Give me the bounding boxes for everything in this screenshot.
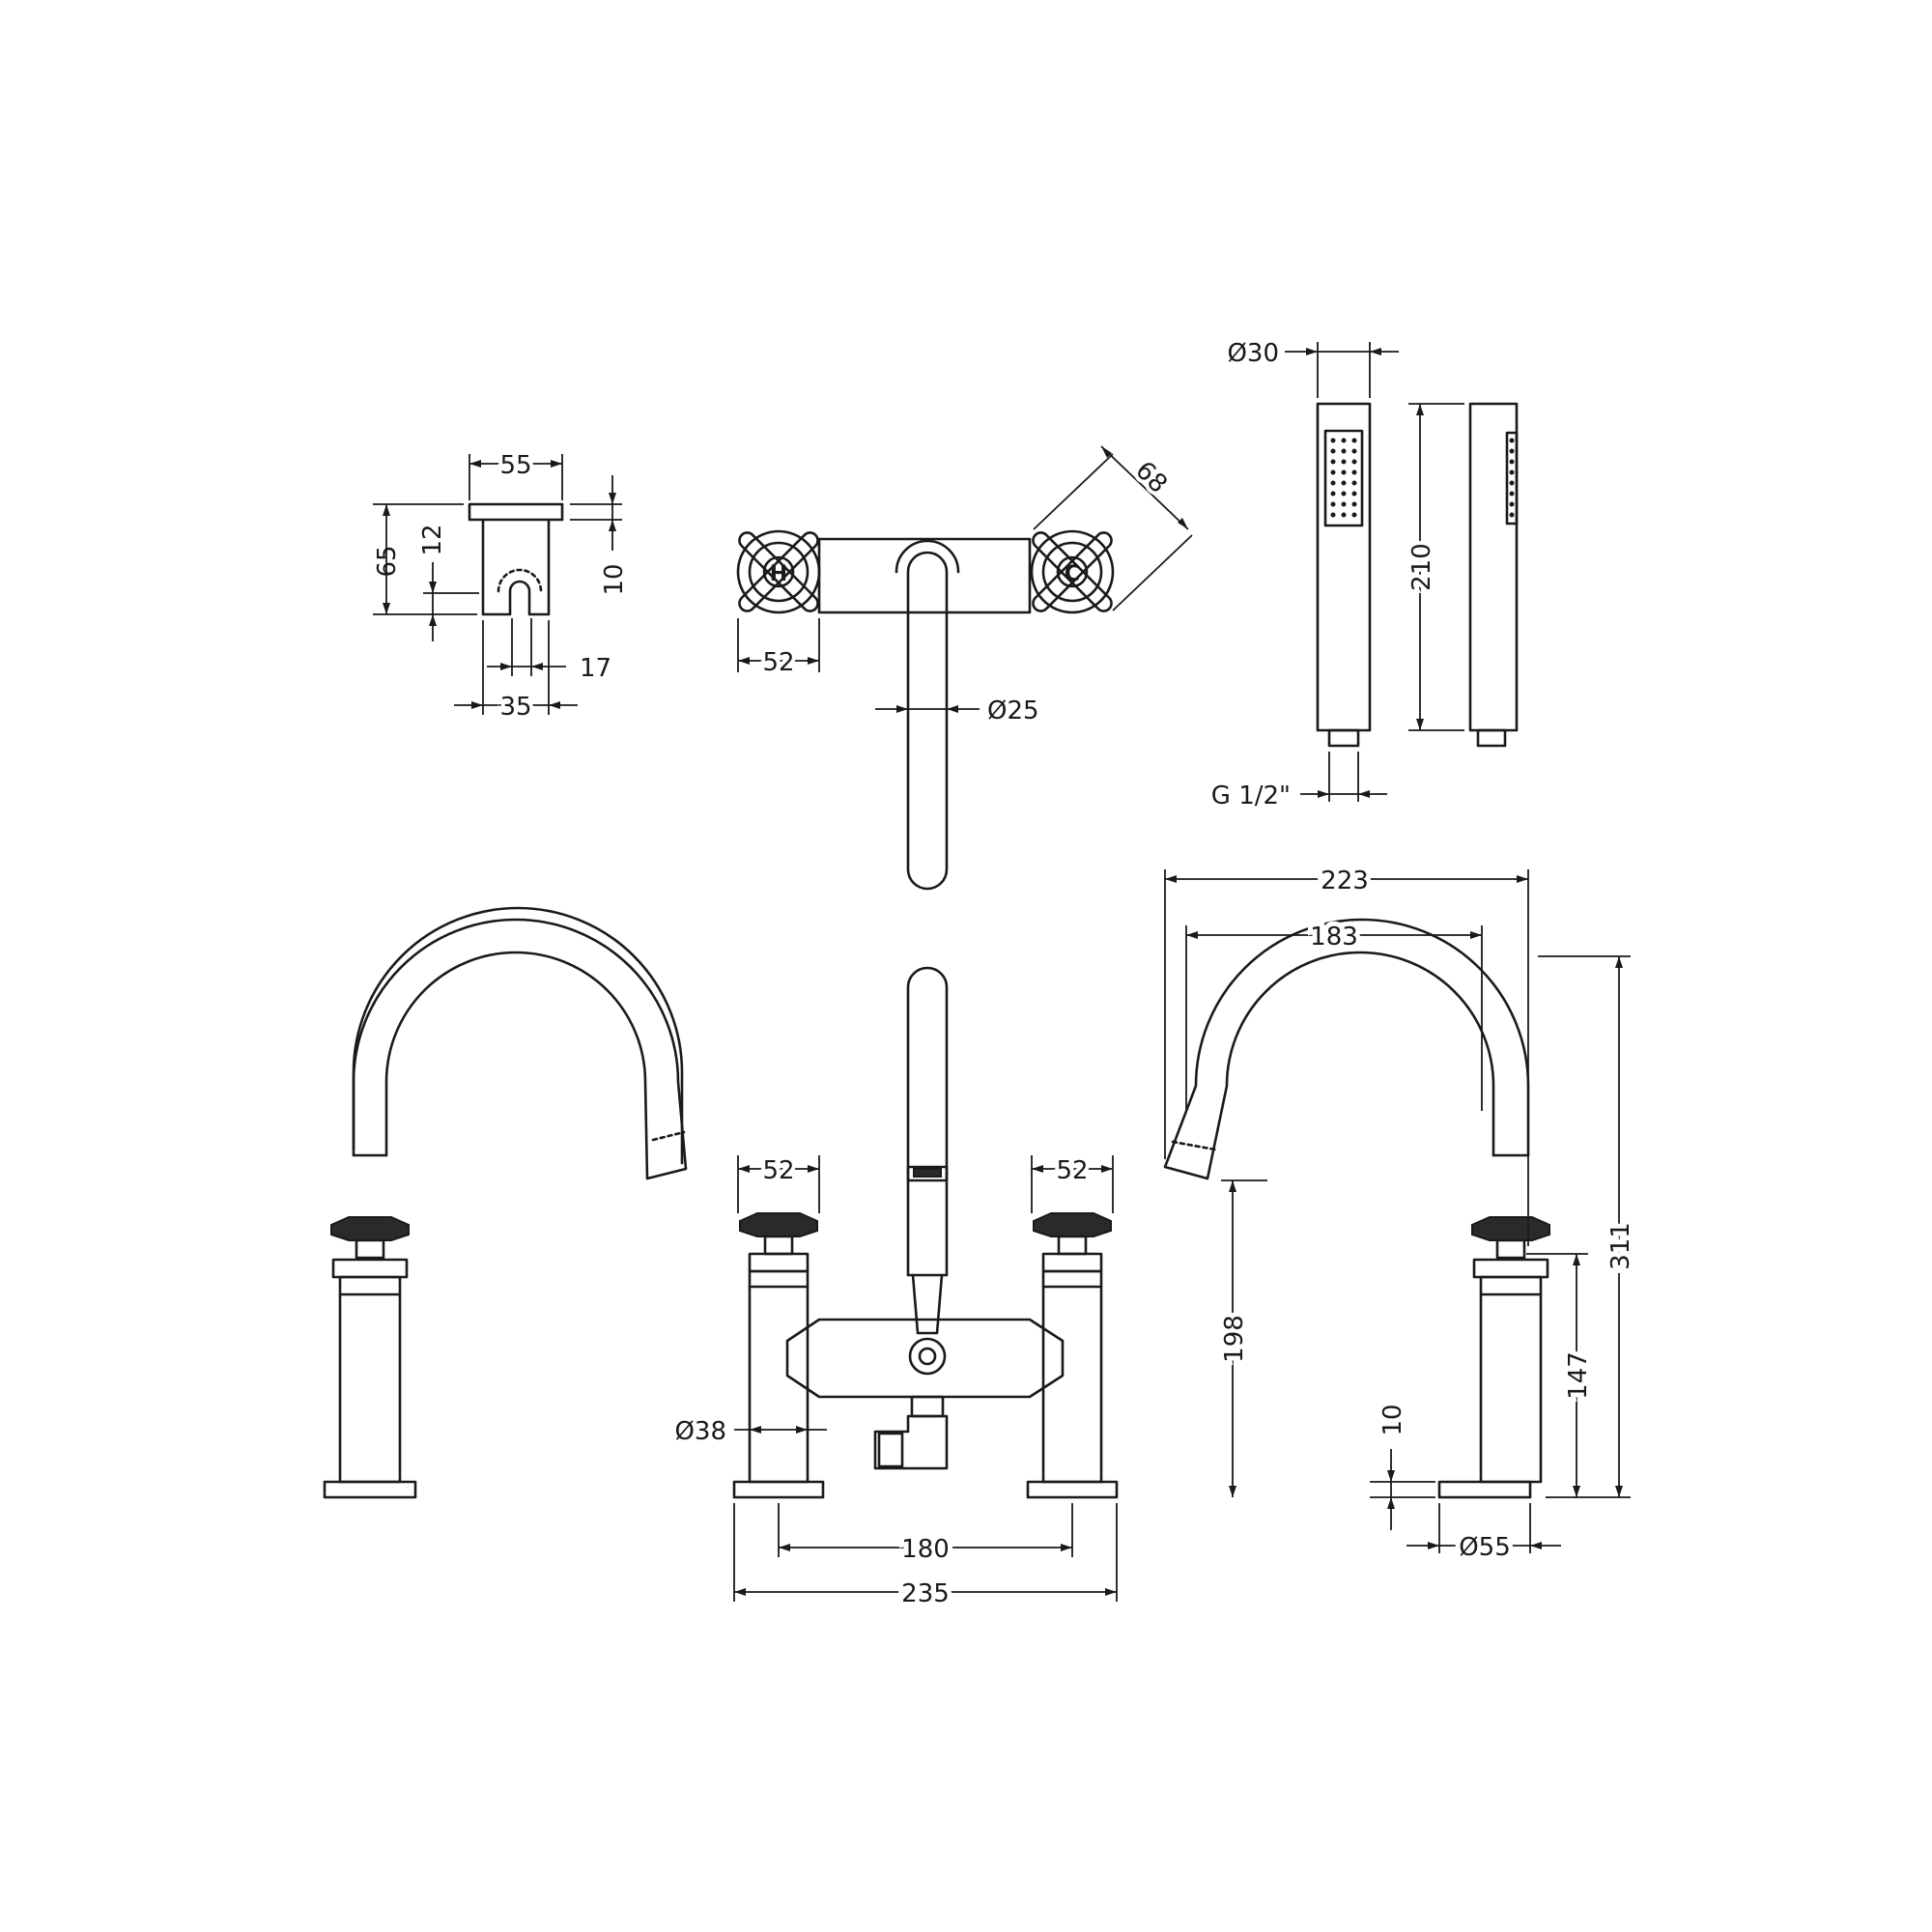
holder-height-dimension: 65 <box>373 503 477 615</box>
handle-width-top-label: 52 <box>762 648 794 677</box>
spout-reach-total-label: 223 <box>1321 867 1369 895</box>
handle-width-right-dimension: 52 <box>1031 1152 1114 1213</box>
overall-width-label: 235 <box>901 1579 950 1608</box>
hot-handle-top: H <box>703 497 854 647</box>
holder-base-dimension: 35 <box>454 620 578 725</box>
handset-diameter-dimension: Ø30 <box>1227 339 1399 398</box>
overall-width-dimension: 235 <box>733 1503 1118 1613</box>
handset-thread-dimension: G 1/2" <box>1211 752 1387 810</box>
handset-front <box>1316 402 1372 748</box>
spout-reach-label: 183 <box>1310 923 1358 952</box>
holder-thickness-label: 10 <box>600 563 629 595</box>
pillar-diameter-dimension: Ø38 <box>674 1417 827 1446</box>
pillar-diameter-label: Ø38 <box>674 1417 726 1446</box>
base-thickness-label: 10 <box>1378 1404 1407 1435</box>
holder-height-label: 65 <box>373 545 402 577</box>
handle-width-left-dimension: 52 <box>737 1152 820 1213</box>
handle-width-top-dimension: 52 <box>737 618 820 681</box>
holder-base-label: 35 <box>499 693 531 722</box>
handle-span-label: 68 <box>1129 456 1173 499</box>
holder-thickness-dimension: 10 <box>570 475 629 596</box>
tap-front-view <box>732 966 1119 1499</box>
handset-length-label: 210 <box>1407 543 1436 591</box>
handset-thread-label: G 1/2" <box>1211 781 1291 810</box>
spout-diameter-top-dimension: Ø25 <box>875 696 1039 725</box>
holder-slot-dimension: 17 <box>487 618 611 683</box>
spout-reach-dimension: 183 <box>1185 918 1483 1111</box>
handle-span-dimension: 68 <box>1033 445 1193 611</box>
handset-length-dimension: 210 <box>1404 403 1464 731</box>
spout-reach-total-dimension: 223 <box>1164 862 1529 1246</box>
base-thickness-dimension: 10 <box>1370 1404 1435 1530</box>
tap-side-view-right <box>1163 918 1551 1499</box>
spout-diameter-top-label: Ø25 <box>987 696 1039 725</box>
right-pillar-front <box>1026 1211 1119 1499</box>
centres-label: 180 <box>901 1535 950 1564</box>
handset-diameter-label: Ø30 <box>1227 339 1279 368</box>
holder-slot-label: 17 <box>580 654 611 683</box>
overall-height-dimension: 311 <box>1538 955 1640 1498</box>
cold-mark: C <box>1065 562 1080 586</box>
hot-mark: H <box>770 562 787 586</box>
handset-holder <box>468 502 564 616</box>
cold-handle-top: C <box>997 497 1148 647</box>
centres-dimension: 180 <box>778 1503 1073 1569</box>
holder-top-dimension: 12 <box>418 524 479 641</box>
left-pillar-front <box>732 1211 825 1499</box>
tap-top-view: H C <box>703 497 1148 891</box>
spout-height-label: 198 <box>1220 1315 1249 1363</box>
tap-side-view-left <box>323 906 688 1499</box>
handset-side <box>1468 402 1519 748</box>
base-diameter-dimension: Ø55 <box>1406 1503 1561 1567</box>
holder-width-dimension: 55 <box>469 447 563 500</box>
holder-width-label: 55 <box>499 451 531 480</box>
base-diameter-label: Ø55 <box>1459 1533 1511 1562</box>
handle-width-left-label: 52 <box>762 1156 794 1185</box>
spout-height-dimension: 198 <box>1215 1179 1267 1497</box>
pillar-height-dimension: 147 <box>1526 1253 1598 1497</box>
pillar-height-label: 147 <box>1564 1351 1593 1400</box>
overall-height-label: 311 <box>1606 1222 1635 1270</box>
holder-top-label: 12 <box>418 524 447 555</box>
handset-nozzles <box>1330 438 1357 518</box>
handle-width-right-label: 52 <box>1056 1156 1088 1185</box>
